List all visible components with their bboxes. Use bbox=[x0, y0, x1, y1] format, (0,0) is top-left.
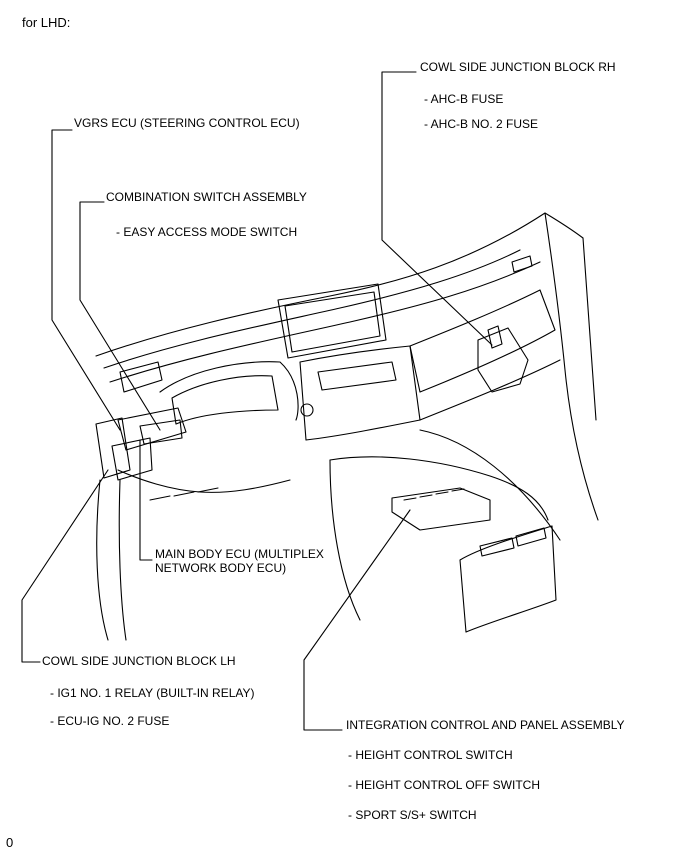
cluster-face bbox=[171, 375, 279, 425]
left-vent bbox=[119, 361, 163, 393]
cowl-lh-item: - ECU-IG NO. 2 FUSE bbox=[50, 714, 170, 728]
cowl-rh-title: COWL SIDE JUNCTION BLOCK RH bbox=[420, 60, 616, 74]
center-screen bbox=[284, 291, 381, 353]
integration-panel-title: INTEGRATION CONTROL AND PANEL ASSEMBLY bbox=[346, 718, 625, 732]
leader-integration bbox=[303, 509, 411, 731]
right-pillar bbox=[544, 212, 599, 521]
combination-switch-item: - EASY ACCESS MODE SWITCH bbox=[116, 225, 298, 239]
dash-top-outline bbox=[95, 212, 584, 357]
combination-switch bbox=[139, 419, 183, 445]
left-door-line bbox=[96, 479, 109, 641]
leader-combo bbox=[79, 201, 161, 431]
leader-cowl-rh bbox=[381, 71, 493, 346]
center-stack bbox=[299, 345, 421, 441]
dash-upper-ledge bbox=[109, 261, 541, 383]
left-knee-panel bbox=[117, 469, 291, 493]
rear-console bbox=[459, 525, 557, 633]
combination-switch-title: COMBINATION SWITCH ASSEMBLY bbox=[106, 190, 307, 204]
lower-dash-right bbox=[419, 359, 561, 421]
steering-ecu-bracket bbox=[111, 437, 153, 481]
center-knob bbox=[300, 403, 314, 417]
cowl-rh-item: - AHC-B NO. 2 FUSE bbox=[424, 117, 539, 131]
leader-cowl-lh bbox=[21, 469, 109, 663]
cowl-lh-item: - IG1 NO. 1 RELAY (BUILT-IN RELAY) bbox=[50, 686, 255, 700]
console-top bbox=[329, 456, 549, 521]
figure-code: 0 bbox=[6, 835, 14, 850]
center-vent bbox=[317, 361, 397, 391]
center-screen-bezel bbox=[277, 283, 387, 359]
right-door-curve bbox=[419, 429, 561, 541]
leader-vgrs bbox=[51, 129, 121, 431]
main-body-ecu-line1: MAIN BODY ECU (MULTIPLEX bbox=[155, 547, 324, 561]
right-door-edge bbox=[582, 237, 597, 421]
cowl-lh-title: COWL SIDE JUNCTION BLOCK LH bbox=[42, 654, 236, 668]
integration-panel-item: - HEIGHT CONTROL OFF SWITCH bbox=[348, 778, 540, 792]
console-front bbox=[329, 459, 361, 621]
lower-louver bbox=[149, 487, 219, 501]
cowl-rh-item: - AHC-B FUSE bbox=[424, 92, 504, 106]
rh-junction-tab bbox=[487, 325, 503, 349]
steering-column bbox=[117, 407, 187, 451]
leader-main-body bbox=[139, 439, 153, 561]
cluster-hood bbox=[159, 361, 299, 421]
integration-panel-item: - HEIGHT CONTROL SWITCH bbox=[348, 748, 513, 762]
variant-label: for LHD: bbox=[22, 15, 71, 30]
vgrs-ecu-title: VGRS ECU (STEERING CONTROL ECU) bbox=[74, 116, 300, 130]
integration-panel-item: - SPORT S/S+ SWITCH bbox=[348, 808, 477, 822]
glove-box bbox=[409, 289, 556, 393]
console-buttons bbox=[403, 488, 465, 501]
dash-top-inner bbox=[103, 249, 521, 369]
console-panel bbox=[391, 487, 491, 531]
left-lower-edge bbox=[118, 479, 127, 641]
rh-junction-block bbox=[477, 327, 529, 393]
rear-vents bbox=[479, 527, 547, 557]
main-body-ecu-line2: NETWORK BODY ECU) bbox=[155, 561, 287, 575]
mirror bbox=[511, 255, 533, 273]
